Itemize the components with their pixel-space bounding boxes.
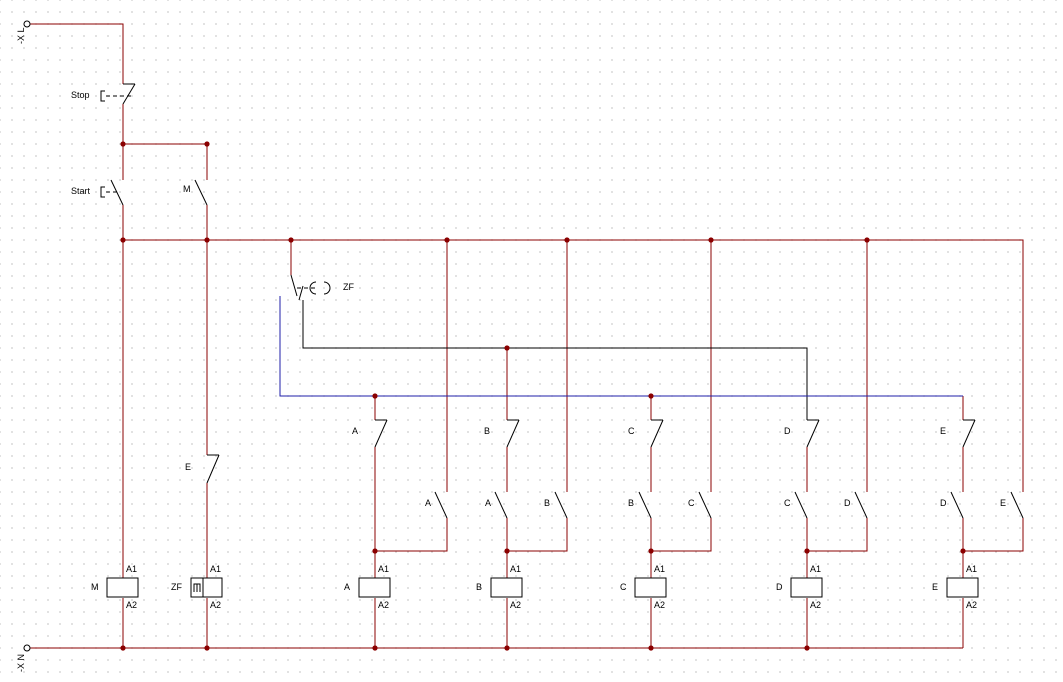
step-contact-e-label: E (940, 426, 946, 436)
coil-a-pin-a1: A1 (378, 564, 389, 574)
hold-contact-label: A (485, 498, 491, 508)
step-contact-c: C (628, 419, 664, 448)
terminal-n-label: -X N (16, 654, 26, 672)
coil-d-pin-a1: A1 (810, 564, 821, 574)
zf-branch-blue (279, 296, 963, 397)
coil-zf-label: ZF (171, 582, 182, 592)
coil-a-label: A (344, 582, 350, 592)
step-contact-c-label: C (628, 426, 635, 436)
stop-button: Stop (71, 83, 136, 105)
step-contact-b-label: B (484, 426, 490, 436)
step-contact-a-label: A (352, 426, 358, 436)
step-contact-d-label: D (784, 426, 791, 436)
coil-a: A1 A2 A (344, 564, 391, 610)
coil-d-pin-a2: A2 (810, 600, 821, 610)
coil-zf: A1 A2 ZF (171, 564, 223, 610)
m-hold-label: M (183, 184, 191, 194)
step-contact-a: A (352, 419, 388, 448)
zf-contact-label: ZF (343, 282, 354, 292)
coil-e: A1 A2 E (932, 564, 979, 610)
hold-contact-label: D (940, 498, 947, 508)
coil-b-pin-a1: A1 (510, 564, 521, 574)
hold-contact-label: C (784, 498, 791, 508)
terminal-l: -X L (16, 20, 31, 44)
coil-c-pin-a1: A1 (654, 564, 665, 574)
hold-contact-label: E (1000, 498, 1006, 508)
coil-a-pin-a2: A2 (378, 600, 389, 610)
coil-zf-pin-a1: A1 (210, 564, 221, 574)
coil-c-pin-a2: A2 (654, 600, 665, 610)
hold-contact-label: B (544, 498, 550, 508)
e-interlock-contact: E (185, 454, 220, 484)
e-interlock-label: E (185, 462, 191, 472)
start-button: Start (71, 179, 124, 206)
coil-m-pin-a2: A2 (126, 600, 137, 610)
terminal-n: -X N (16, 644, 31, 672)
terminal-l-label: -X L (16, 27, 26, 44)
coil-c-label: C (620, 582, 627, 592)
hold-contact-label: D (844, 498, 851, 508)
wires (30, 23, 1024, 649)
coil-e-pin-a1: A1 (966, 564, 977, 574)
coil-m-pin-a1: A1 (126, 564, 137, 574)
coil-e-pin-a2: A2 (966, 600, 977, 610)
step-contact-d: D (784, 419, 820, 448)
coil-e-label: E (932, 582, 938, 592)
coil-m-label: M (91, 582, 99, 592)
coil-b-pin-a2: A2 (510, 600, 521, 610)
junctions (120, 141, 966, 651)
zf-changeover-contact: ZF (290, 274, 354, 301)
hold-contact-label: A (425, 498, 431, 508)
coil-zf-pin-a2: A2 (210, 600, 221, 610)
coil-b-label: B (476, 582, 482, 592)
m-hold-contact: M (183, 179, 208, 206)
stop-label: Stop (71, 90, 90, 100)
step-contact-e: E (940, 419, 976, 448)
hold-contact-label: C (688, 498, 695, 508)
step-contact-b: B (484, 419, 520, 448)
coil-c: A1 A2 C (620, 564, 667, 610)
start-label: Start (71, 186, 91, 196)
hold-contact-label: B (628, 498, 634, 508)
coil-m: A1 A2 M (91, 564, 139, 610)
coil-d: A1 A2 D (776, 564, 823, 610)
coil-b: A1 A2 B (476, 564, 523, 610)
zf-branch-black (302, 300, 808, 420)
coil-d-label: D (776, 582, 783, 592)
hold-contacts: A A B B C C D D E (425, 491, 1024, 519)
